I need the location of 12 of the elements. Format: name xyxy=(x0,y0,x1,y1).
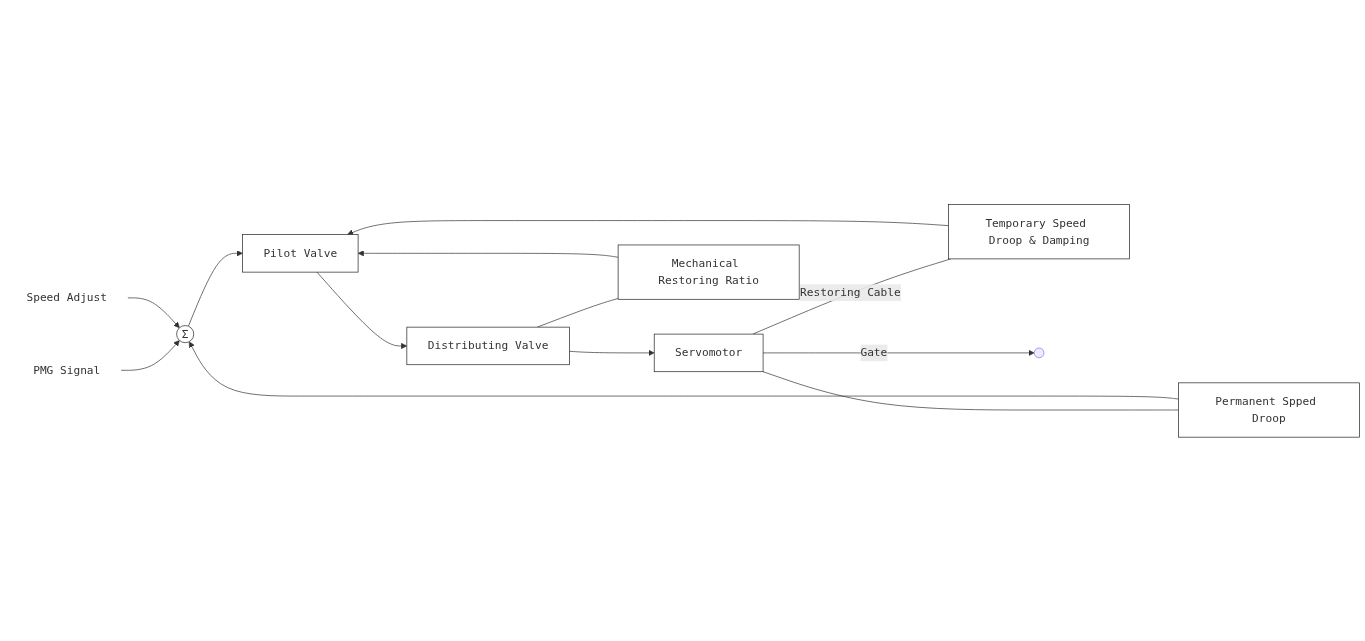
edge-label: Restoring Cable xyxy=(800,285,901,299)
node-box: Permanent Spped Droop xyxy=(1178,382,1360,438)
node-text: Speed Adjust xyxy=(26,290,107,304)
node-box: Distributing Valve xyxy=(406,326,570,365)
connector xyxy=(762,370,1179,410)
edge-label: Gate xyxy=(860,345,888,359)
node-circle: Σ xyxy=(176,324,195,343)
node-text: PMG Signal xyxy=(33,362,101,377)
node-box: Mechanical Restoring Ratio xyxy=(617,244,800,300)
node-box: Temporary Speed Droop & Damping xyxy=(948,203,1130,259)
node-box: Pilot Valve xyxy=(242,233,359,273)
node-box: Servomotor xyxy=(653,333,764,372)
